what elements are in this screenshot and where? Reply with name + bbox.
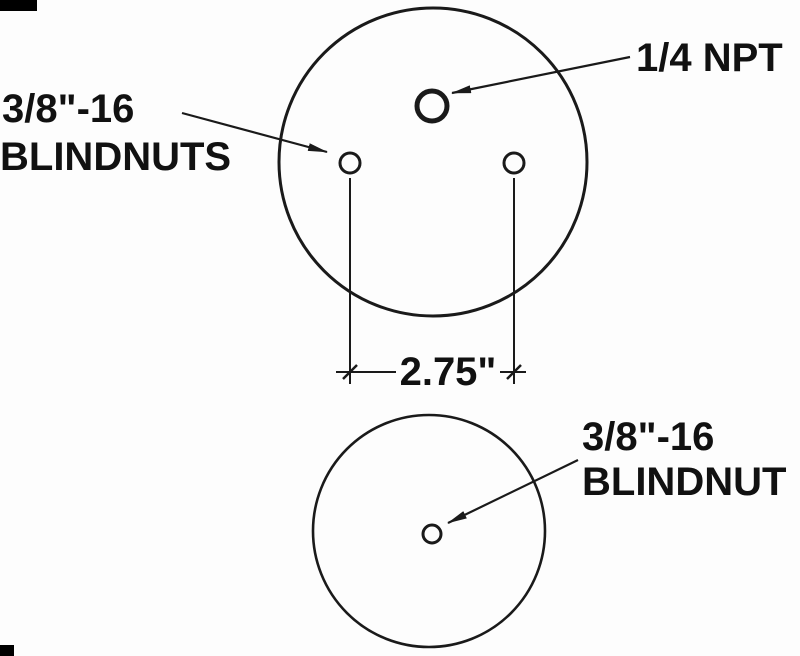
npt-label: 1/4 NPT — [636, 36, 783, 80]
npt-port-hole — [414, 88, 450, 124]
scan-artifact-bottom-left — [0, 645, 14, 656]
blindnuts-label-line1: 3/8"-16 — [2, 87, 134, 131]
left-blindnut-hole — [338, 151, 362, 175]
bottom-plate-circle — [311, 413, 547, 649]
right-blindnut-hole — [502, 151, 526, 175]
blindnut-label-line2: BLINDNUT — [582, 460, 786, 504]
scan-artifact-top-left — [0, 0, 37, 11]
dimension-tick-right — [506, 364, 522, 380]
blindnuts-leader-line — [181, 111, 328, 154]
dimension-tick-left — [342, 364, 358, 380]
blindnut-leader-line — [447, 459, 579, 524]
dimension-label: 2.75" — [400, 350, 497, 394]
blindnuts-label-line2: BLINDNUTS — [0, 135, 231, 179]
center-blindnut-hole — [421, 523, 443, 545]
npt-leader-line — [451, 55, 631, 95]
top-plate-circle — [277, 6, 589, 318]
blindnut-label-line1: 3/8"-16 — [582, 415, 714, 459]
